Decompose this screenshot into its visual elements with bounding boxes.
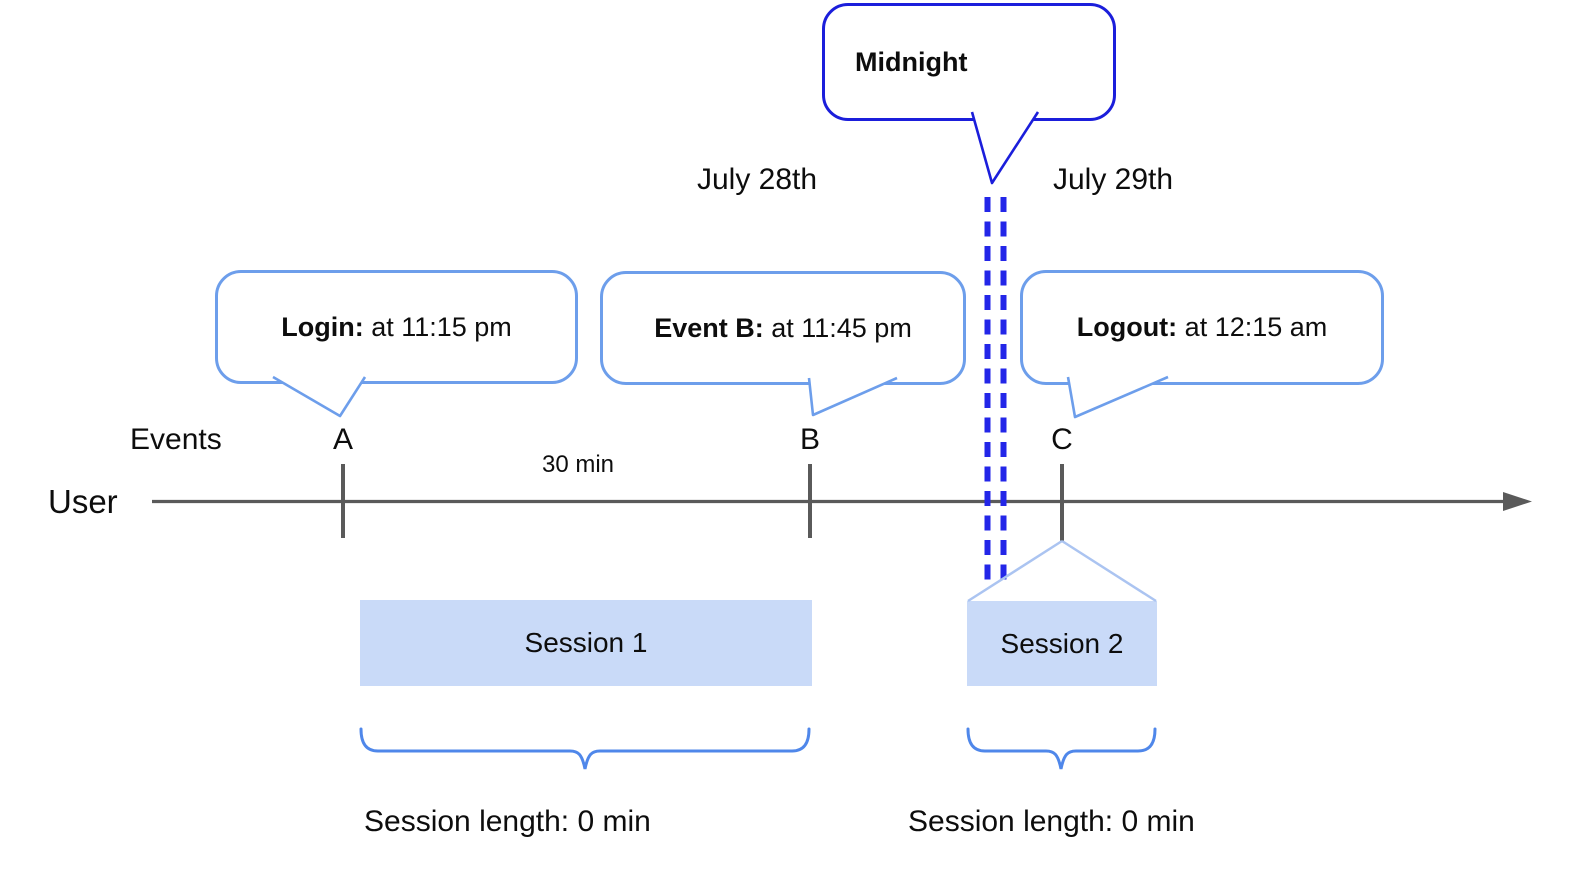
event-b-callout-detail: at 11:45 pm — [763, 312, 912, 343]
session-2-brace — [966, 727, 1157, 770]
logout-callout-bubble: Logout: at 12:15 am — [1020, 270, 1384, 385]
event-letter-b: B — [799, 423, 821, 456]
login-callout-detail: at 11:15 pm — [363, 311, 512, 342]
event-b-callout-text: Event B: at 11:45 pm — [654, 313, 912, 344]
session-2-funnel-left-line — [967, 539, 1063, 603]
session-2-label: Session 2 — [1000, 627, 1124, 659]
midnight-callout-bubble: Midnight — [822, 3, 1116, 121]
logout-callout-text: Logout: at 12:15 am — [1077, 312, 1328, 343]
midnight-callout-tail — [970, 111, 1040, 185]
login-callout-title: Login: — [281, 311, 364, 342]
session-1-label: Session 1 — [524, 627, 648, 658]
login-callout-text: Login: at 11:15 pm — [281, 312, 512, 343]
user-axis-label: User — [48, 483, 118, 520]
interval-label: 30 min — [541, 451, 615, 478]
midnight-label: Midnight — [855, 46, 968, 77]
events-row-label: Events — [130, 423, 222, 456]
logout-callout-detail: at 12:15 am — [1177, 312, 1328, 342]
login-callout-bubble: Login: at 11:15 pm — [215, 270, 578, 384]
date-before-midnight-label: July 28th — [697, 163, 818, 196]
date-after-midnight-label: July 29th — [1053, 163, 1174, 196]
logout-callout-title: Logout: — [1076, 312, 1178, 342]
event-b-callout-title: Event B: — [654, 312, 764, 343]
session-2-funnel-right-line — [1061, 539, 1157, 603]
timeline-arrowhead-icon — [1503, 492, 1532, 511]
session-2-length-label: Session length: 0 min — [908, 805, 1195, 838]
session-1-brace — [359, 727, 811, 770]
event-letter-c: C — [1051, 423, 1073, 456]
event-b-callout-bubble: Event B: at 11:45 pm — [600, 271, 966, 385]
session-1-box: Session 1 — [360, 600, 812, 686]
session-2-box: Session 2 — [967, 601, 1157, 686]
event-letter-a: A — [332, 423, 354, 456]
session-1-length-label: Session length: 0 min — [364, 805, 651, 838]
